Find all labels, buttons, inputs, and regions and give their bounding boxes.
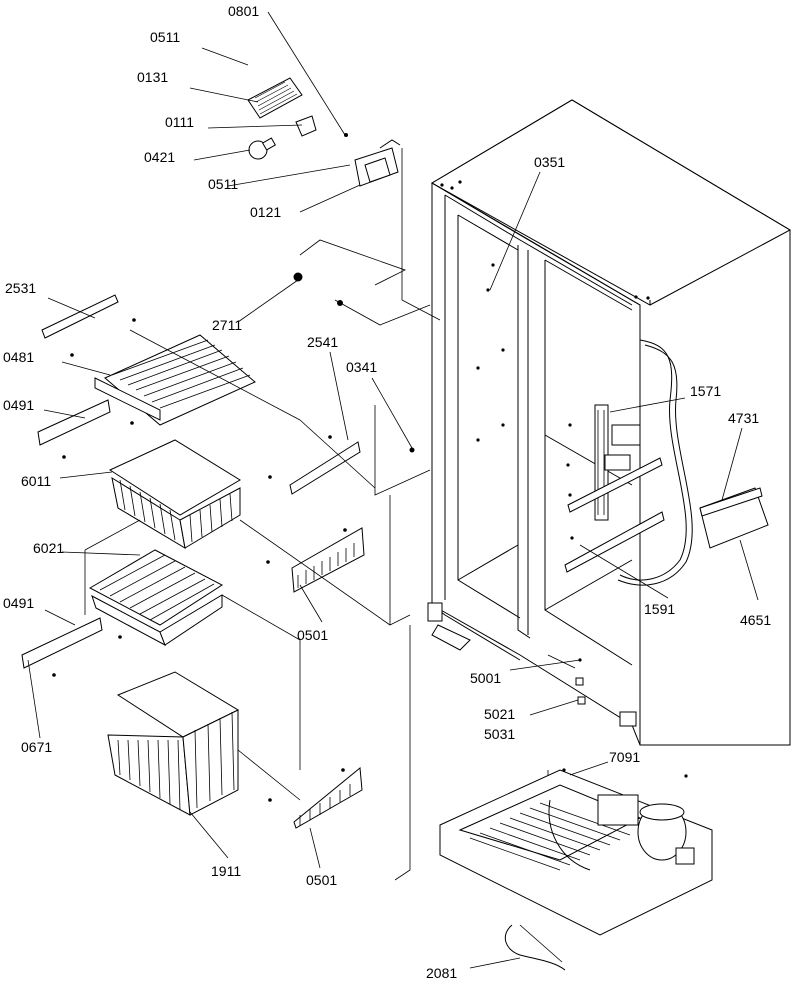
basket-6011 xyxy=(108,439,241,549)
label-0131: 0131 xyxy=(137,69,168,85)
label-6021: 6021 xyxy=(33,540,64,556)
label-0501-lower: 0501 xyxy=(306,872,337,888)
label-1911: 1911 xyxy=(211,863,241,879)
cabinet xyxy=(427,99,792,746)
rails xyxy=(21,294,365,829)
label-0481: 0481 xyxy=(3,349,34,365)
basket-6021 xyxy=(88,549,223,647)
label-1571: 1571 xyxy=(690,383,721,399)
label-0421: 0421 xyxy=(144,149,175,165)
label-2531: 2531 xyxy=(5,280,36,296)
label-2711: 2711 xyxy=(212,317,242,333)
label-0511-mid: 0511 xyxy=(208,176,238,192)
leader-lines xyxy=(27,11,759,969)
label-0351: 0351 xyxy=(534,154,565,170)
label-2541: 2541 xyxy=(307,334,338,350)
label-0121: 0121 xyxy=(250,204,281,220)
label-0491-bottom: 0491 xyxy=(3,595,34,611)
label-0801: 0801 xyxy=(228,3,259,19)
light-assembly xyxy=(247,77,401,187)
screws xyxy=(52,272,415,802)
label-0341: 0341 xyxy=(346,359,377,375)
basket-1911 xyxy=(107,671,240,816)
machine-compartment xyxy=(439,658,713,971)
label-0511-top: 0511 xyxy=(150,29,180,45)
label-5021: 5021 xyxy=(484,706,515,722)
label-6011: 6011 xyxy=(21,473,51,489)
label-5031: 5031 xyxy=(484,726,515,742)
label-4731: 4731 xyxy=(728,410,759,426)
label-1591: 1591 xyxy=(644,601,675,617)
label-4651: 4651 xyxy=(740,612,771,628)
label-0671: 0671 xyxy=(21,739,52,755)
label-7091: 7091 xyxy=(609,749,640,765)
part-labels: 0801 0511 0131 0111 0421 0511 0121 0351 … xyxy=(3,3,771,981)
label-0491-top: 0491 xyxy=(3,397,34,413)
label-0501-upper: 0501 xyxy=(297,627,328,643)
label-5001: 5001 xyxy=(470,670,501,686)
leader-guides xyxy=(84,148,576,881)
label-0111: 0111 xyxy=(165,114,194,130)
label-2081: 2081 xyxy=(426,965,457,981)
shelf-0481 xyxy=(94,334,256,426)
